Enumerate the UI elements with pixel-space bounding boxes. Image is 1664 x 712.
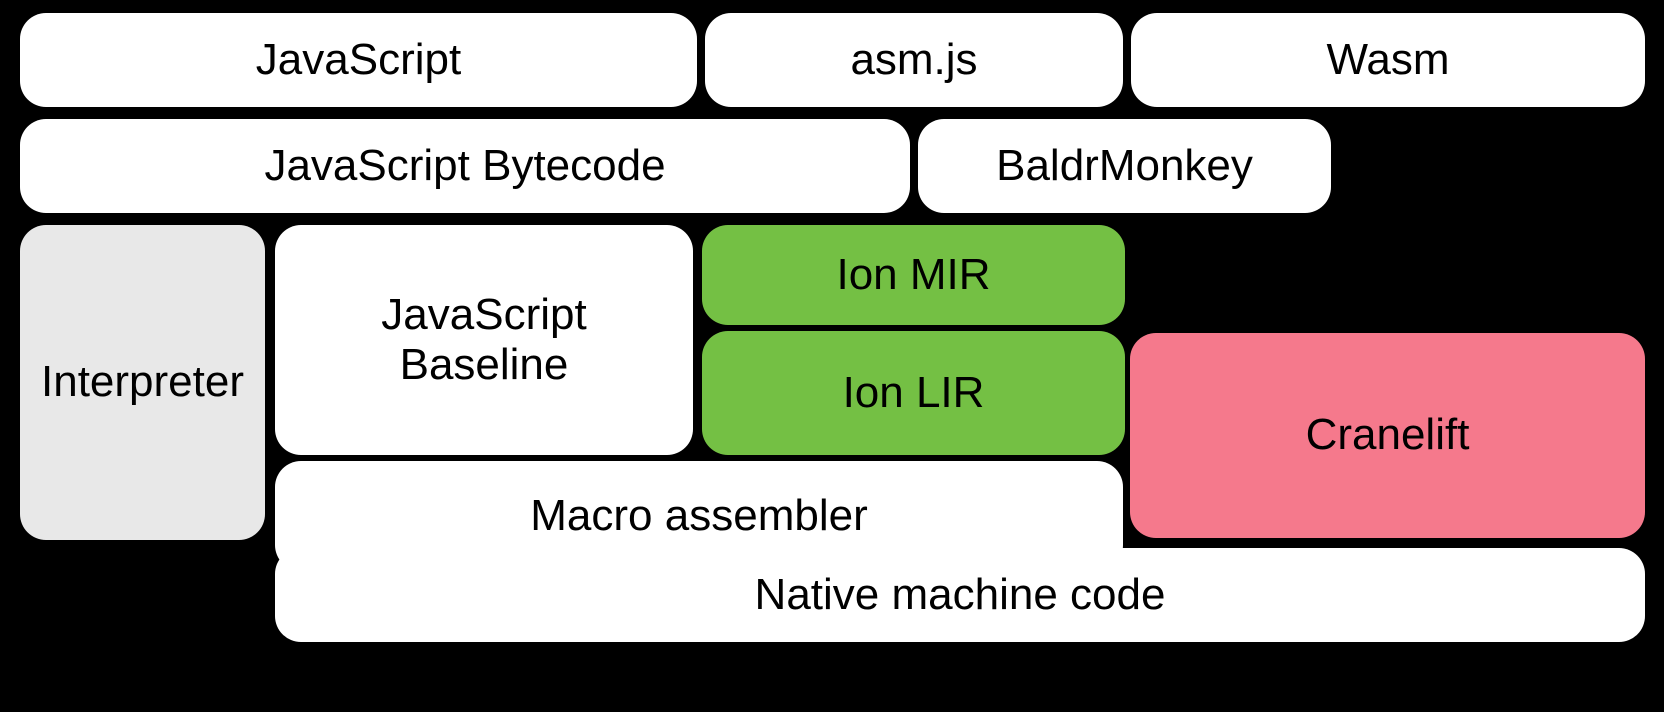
node-macro-assembler-label: Macro assembler: [530, 490, 868, 540]
node-native-machine-code-label: Native machine code: [754, 569, 1166, 619]
node-ion-mir[interactable]: Ion MIR: [702, 225, 1125, 325]
node-javascript[interactable]: JavaScript: [20, 13, 697, 107]
node-baldrmonkey[interactable]: BaldrMonkey: [918, 119, 1331, 213]
node-javascript-bytecode-label: JavaScript Bytecode: [264, 140, 666, 190]
node-native-machine-code[interactable]: Native machine code: [275, 548, 1645, 642]
node-javascript-baseline[interactable]: JavaScript Baseline: [275, 225, 693, 455]
node-wasm[interactable]: Wasm: [1131, 13, 1645, 107]
node-asm-js-label: asm.js: [850, 34, 978, 84]
node-javascript-bytecode[interactable]: JavaScript Bytecode: [20, 119, 910, 213]
node-ion-mir-label: Ion MIR: [836, 249, 991, 299]
node-baldrmonkey-label: BaldrMonkey: [996, 140, 1253, 190]
node-cranelift-label: Cranelift: [1305, 410, 1470, 460]
node-cranelift[interactable]: Cranelift: [1130, 333, 1645, 538]
node-interpreter-label: Interpreter: [41, 357, 244, 407]
node-asm-js[interactable]: asm.js: [705, 13, 1123, 107]
node-ion-lir-label: Ion LIR: [842, 367, 985, 417]
node-wasm-label: Wasm: [1326, 34, 1450, 84]
node-javascript-baseline-label: JavaScript Baseline: [381, 289, 587, 389]
node-javascript-label: JavaScript: [255, 34, 462, 84]
node-ion-lir[interactable]: Ion LIR: [702, 331, 1125, 455]
node-interpreter[interactable]: Interpreter: [20, 225, 265, 540]
